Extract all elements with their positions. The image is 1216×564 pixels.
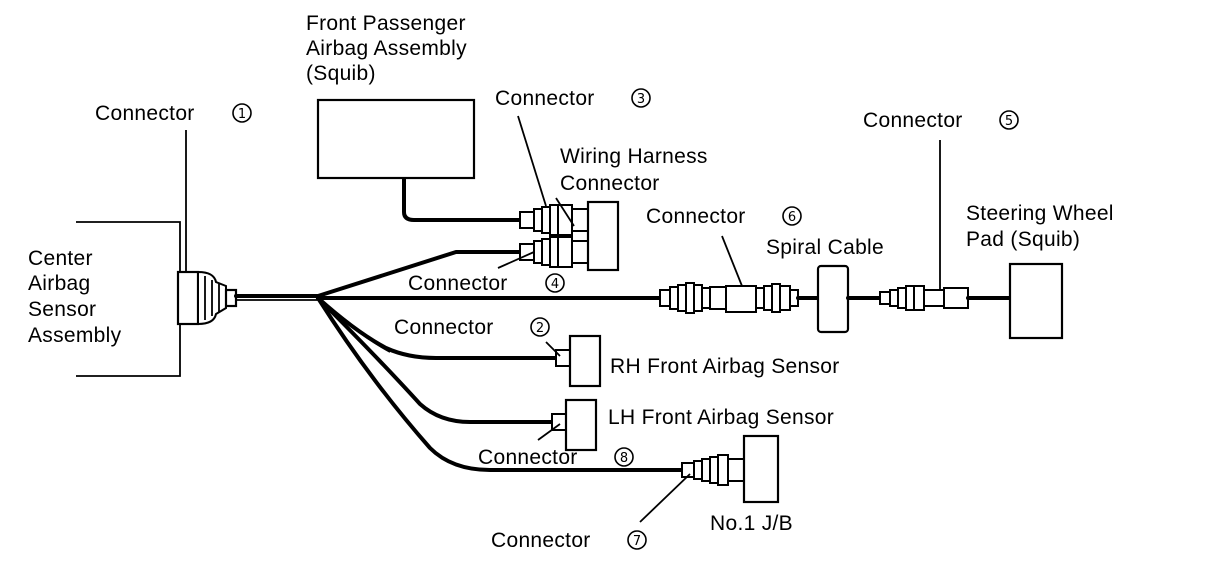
front-passenger-airbag-box: [316, 98, 476, 180]
circled-number-6: 6: [782, 206, 802, 226]
connector-4-label: Connector: [408, 272, 508, 295]
connector-4-plug: [519, 236, 589, 268]
connector-5: [879, 285, 969, 311]
connector-3-plug: [519, 204, 589, 236]
svg-text:4: 4: [551, 277, 559, 292]
svg-text:7: 7: [633, 534, 641, 549]
connector-2-label: Connector: [394, 316, 494, 339]
svg-text:2: 2: [536, 321, 544, 336]
connector-5-label: Connector: [863, 109, 963, 132]
center-label-4: Assembly: [28, 324, 122, 347]
svg-text:1: 1: [238, 107, 246, 122]
circled-number-2: 2: [530, 317, 550, 337]
center-airbag-sensor-assembly: [76, 221, 238, 377]
center-label-2: Airbag: [28, 272, 91, 295]
svg-text:8: 8: [620, 451, 628, 466]
connector-6-label: Connector: [646, 205, 746, 228]
circled-number-7: 7: [627, 530, 647, 550]
front-passenger-label-3: (Squib): [306, 62, 376, 85]
circled-number-4: 4: [545, 273, 565, 293]
jb-label: No.1 J/B: [710, 512, 793, 535]
center-label-1: Center: [28, 247, 93, 270]
steering-wheel-label-1: Steering Wheel: [966, 202, 1114, 225]
connector-7-plug: [681, 454, 745, 486]
wiring-harness: [234, 176, 684, 472]
svg-text:5: 5: [1005, 114, 1013, 129]
svg-text:3: 3: [637, 92, 645, 107]
circled-number-8: 8: [614, 447, 634, 467]
steering-wheel-pad-box: [1008, 262, 1064, 340]
circled-number-1: 1: [232, 103, 252, 123]
spiral-cable-box: [816, 264, 850, 334]
connector-3-label: Connector: [495, 87, 595, 110]
svg-text:6: 6: [788, 210, 796, 225]
rh-front-airbag-sensor: [555, 334, 602, 388]
steering-wheel-label-2: Pad (Squib): [966, 228, 1080, 251]
rh-sensor-label: RH Front Airbag Sensor: [610, 355, 840, 378]
spiral-cable-label: Spiral Cable: [766, 236, 884, 259]
lh-front-airbag-sensor: [551, 398, 598, 452]
circled-number-3: 3: [631, 88, 651, 108]
wiring-harness-connector-body: [586, 200, 620, 272]
connector-1-label: Connector: [95, 102, 195, 125]
front-passenger-label-2: Airbag Assembly: [306, 37, 467, 60]
lh-sensor-label: LH Front Airbag Sensor: [608, 406, 834, 429]
wiring-harness-label-1: Wiring Harness: [560, 145, 708, 168]
circled-number-5: 5: [999, 110, 1019, 130]
connector-7-label: Connector: [491, 529, 591, 552]
leader-lines: [185, 115, 941, 523]
connector-6: [659, 282, 799, 314]
center-label-3: Sensor: [28, 298, 96, 321]
connector-8-label: Connector: [478, 446, 578, 469]
wiring-harness-label-2: Connector: [560, 172, 660, 195]
junction-block-box: [742, 434, 780, 504]
front-passenger-label-1: Front Passenger: [306, 12, 466, 35]
